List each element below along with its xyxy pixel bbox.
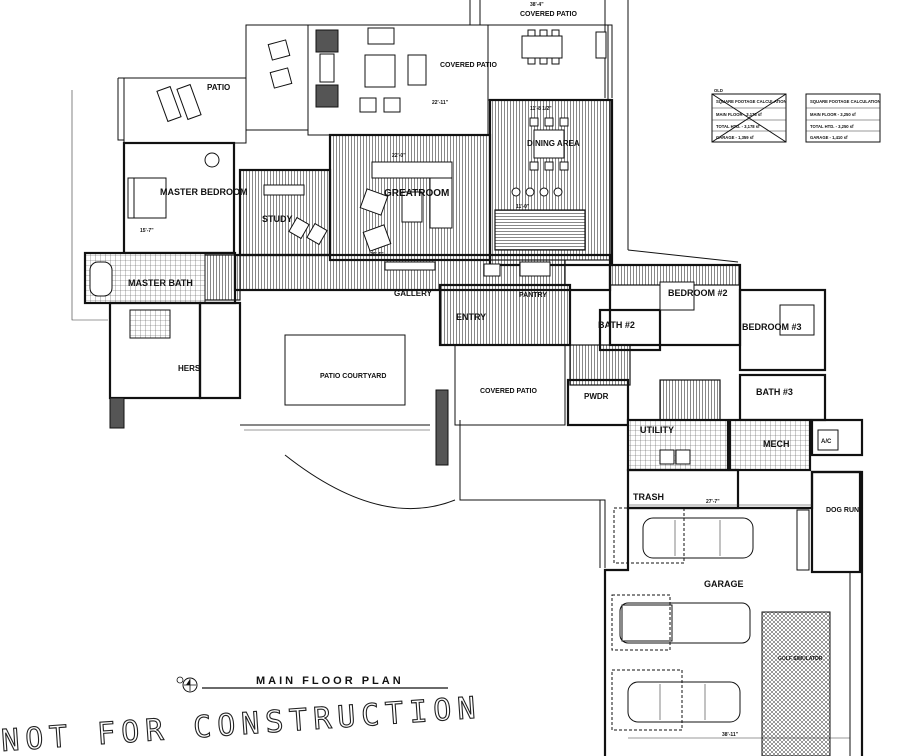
label-gallery: GALLERY bbox=[394, 289, 433, 298]
furniture bbox=[89, 117, 815, 731]
sqft-new-row-2: TOTAL HTD. - 3,250 sf bbox=[810, 124, 854, 129]
label-covered-patio-entry: COVERED PATIO bbox=[480, 388, 537, 395]
label-dog-run: DOG RUN bbox=[826, 507, 859, 514]
label-mech: MECH bbox=[763, 439, 790, 449]
label-golf-simulator: GOLF SIMULATOR bbox=[778, 656, 823, 662]
car-2 bbox=[619, 602, 751, 644]
label-pantry: PANTRY bbox=[519, 292, 547, 299]
sqft-old-row-3: GARAGE - 1,359 sf bbox=[716, 135, 754, 140]
label-pwdr: PWDR bbox=[584, 392, 609, 401]
sqft-old-row-1: MAIN FLOOR - 3,178 sf bbox=[716, 112, 762, 117]
label-hers: HERS bbox=[178, 364, 201, 373]
plan-title: MAIN FLOOR PLAN bbox=[256, 675, 404, 687]
dim-dining-w: 11'-8 1/2" bbox=[530, 106, 552, 112]
sqft-new-header: SQUARE FOOTAGE CALCULATION bbox=[810, 99, 881, 104]
label-utility: UTILITY bbox=[640, 425, 674, 435]
dim-kitchen-w: 11'-0" bbox=[516, 204, 530, 210]
label-master-bath: MASTER BATH bbox=[128, 278, 193, 288]
watermark-text: NOT FOR CONSTRUCTION bbox=[0, 690, 483, 756]
label-trash: TRASH bbox=[633, 492, 664, 502]
dim-covered-mid: 22'-11" bbox=[432, 100, 449, 106]
dim-garage-bottom: 38'-11" bbox=[722, 732, 739, 738]
car-3 bbox=[627, 681, 741, 723]
sqft-old-header: SQUARE FOOTAGE CALCULATION bbox=[716, 99, 787, 104]
label-patio-courtyard: PATIO COURTYARD bbox=[320, 373, 386, 380]
sqft-new-row-1: MAIN FLOOR - 3,250 sf bbox=[810, 112, 856, 117]
label-bath-2: BATH #2 bbox=[598, 320, 635, 330]
dim-covered-top: 38'-4" bbox=[530, 2, 544, 8]
label-covered-patio-mid: COVERED PATIO bbox=[440, 62, 497, 69]
sqft-old-row-2: TOTAL HTD. - 3,178 sf bbox=[716, 124, 760, 129]
label-patio-left: PATIO bbox=[207, 83, 230, 92]
sqft-table-new: SQUARE FOOTAGE CALCULATION MAIN FLOOR - … bbox=[805, 93, 881, 143]
sqft-old-tag: OLD bbox=[714, 88, 723, 93]
dim-greatroom-d: 20'-5" bbox=[370, 252, 384, 258]
dim-greatroom-w: 22'-0" bbox=[392, 153, 406, 159]
dim-master-bed: 15'-7" bbox=[140, 228, 154, 234]
car-1 bbox=[642, 517, 754, 559]
dim-garage-width: 27'-7" bbox=[706, 499, 720, 505]
sqft-new-row-3: GARAGE - 1,410 sf bbox=[810, 135, 848, 140]
label-bath-3: BATH #3 bbox=[756, 387, 793, 397]
label-entry: ENTRY bbox=[456, 312, 486, 322]
label-garage: GARAGE bbox=[704, 579, 744, 589]
label-greatroom: GREATROOM bbox=[384, 188, 449, 199]
north-arrow-icon bbox=[176, 676, 198, 693]
interior-floors bbox=[199, 99, 741, 426]
room-walls bbox=[83, 98, 864, 756]
label-bedroom-3: BEDROOM #3 bbox=[742, 322, 802, 332]
label-covered-patio-top: COVERED PATIO bbox=[520, 11, 577, 18]
label-ac: A/C bbox=[821, 439, 832, 445]
room-labels: PATIO COVERED PATIO COVERED PATIO COVERE… bbox=[128, 11, 859, 662]
label-study: STUDY bbox=[262, 214, 293, 224]
label-master-bedroom: MASTER BEDROOM bbox=[160, 187, 248, 197]
label-dining-area: DINING AREA bbox=[527, 139, 580, 148]
sqft-table-old: OLD SQUARE FOOTAGE CALCULATION MAIN FLOO… bbox=[711, 88, 787, 143]
outdoor-areas bbox=[123, 24, 609, 466]
label-bedroom-2: BEDROOM #2 bbox=[668, 288, 728, 298]
dimensions: 27'-7" 38'-11" 22'-0" 20'-5" 11'-8 1/2" … bbox=[140, 2, 850, 739]
